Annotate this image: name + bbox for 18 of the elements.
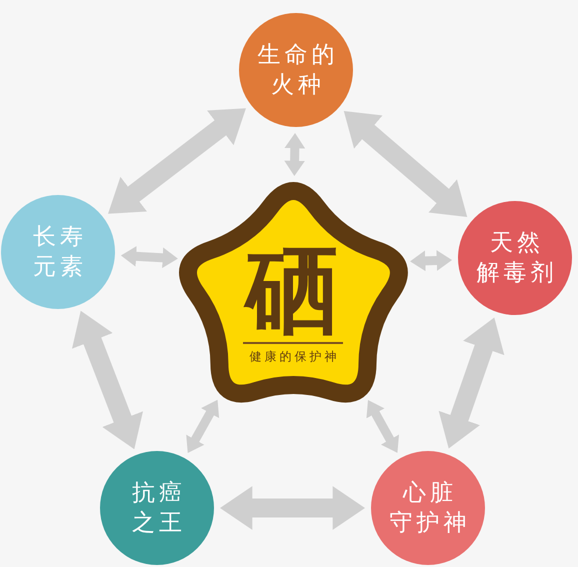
double-arrow xyxy=(220,486,365,530)
double-arrow xyxy=(284,133,306,176)
double-arrow xyxy=(366,400,400,453)
double-arrow xyxy=(72,310,143,450)
double-arrow xyxy=(344,111,468,217)
node-label: 天然解毒剂 xyxy=(476,229,558,288)
double-arrow xyxy=(186,400,220,454)
node-label: 生命的火种 xyxy=(256,41,338,100)
double-arrow xyxy=(438,318,504,448)
double-arrow xyxy=(120,246,178,268)
tagline: 健康的保护神 xyxy=(248,349,340,364)
node-label: 长寿元素 xyxy=(32,223,87,282)
double-arrow xyxy=(410,250,452,272)
node-label: 抗癌之王 xyxy=(131,479,186,538)
node-label: 心脏守护神 xyxy=(388,479,470,538)
star-badge xyxy=(178,182,408,403)
center-title: 硒 xyxy=(246,244,340,340)
double-arrow xyxy=(108,108,246,214)
